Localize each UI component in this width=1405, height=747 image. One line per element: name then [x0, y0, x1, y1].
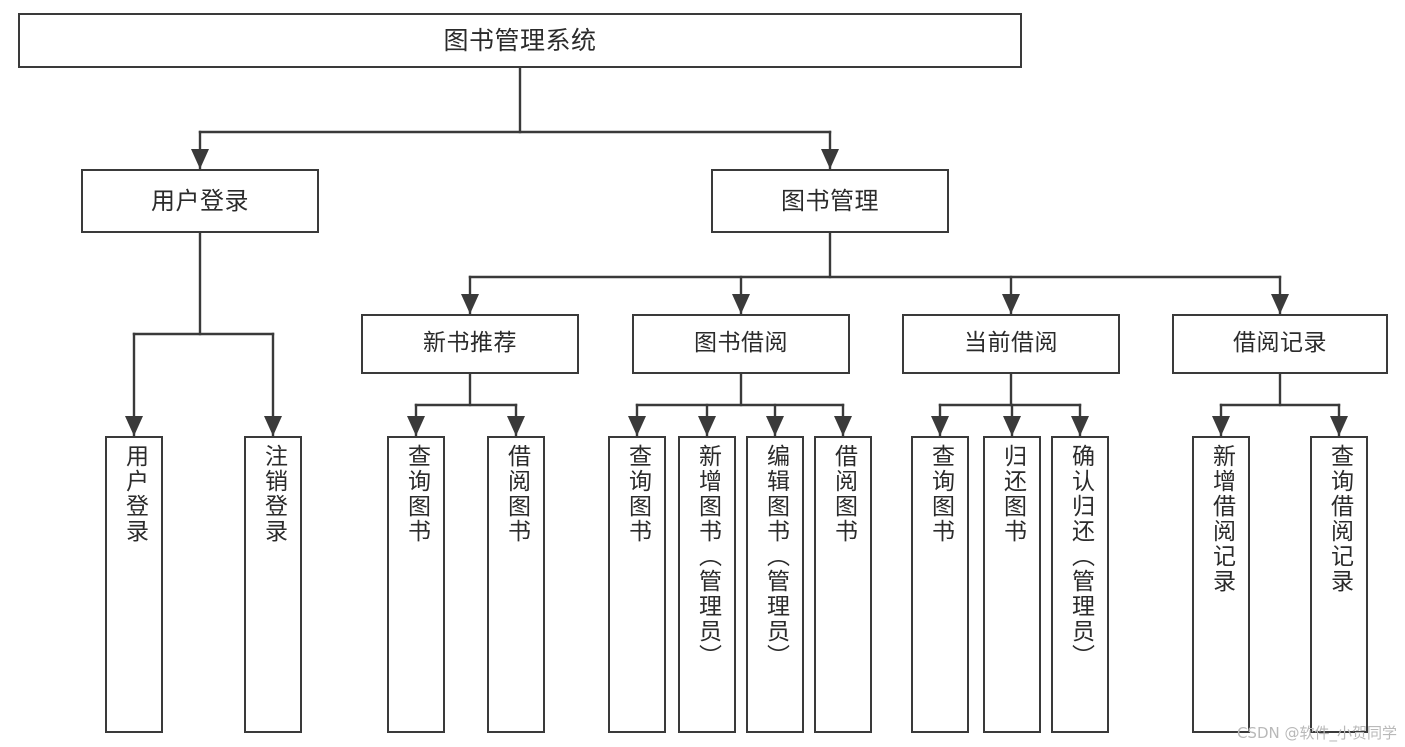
arrowhead-icon — [1271, 294, 1289, 314]
arrowhead-icon — [628, 416, 646, 436]
node-label: 编辑图书（管理员） — [762, 444, 789, 669]
node-label: 查询图书 — [624, 444, 651, 544]
arrowhead-icon — [834, 416, 852, 436]
node-user-login[interactable]: 用户登录 — [81, 169, 319, 233]
node-leaf-5[interactable]: 查询图书 — [608, 436, 666, 733]
node-leaf-7[interactable]: 编辑图书（管理员） — [746, 436, 804, 733]
node-label: 图书管理 — [781, 186, 879, 215]
node-leaf-10[interactable]: 归还图书 — [983, 436, 1041, 733]
node-label: 当前借阅 — [964, 330, 1058, 357]
arrowhead-icon — [264, 416, 282, 436]
node-label: 新增图书（管理员） — [694, 444, 721, 669]
node-label: 确认归还（管理员） — [1067, 444, 1094, 669]
node-leaf-1[interactable]: 用户登录 — [105, 436, 163, 733]
arrowhead-icon — [1330, 416, 1348, 436]
csdn-watermark: CSDN @软件_小贺同学 — [1236, 724, 1397, 742]
node-label: 归还图书 — [999, 444, 1026, 544]
node-label: 查询图书 — [927, 444, 954, 544]
arrowhead-icon — [507, 416, 525, 436]
node-leaf-2[interactable]: 注销登录 — [244, 436, 302, 733]
node-current-borrow[interactable]: 当前借阅 — [902, 314, 1120, 374]
node-leaf-9[interactable]: 查询图书 — [911, 436, 969, 733]
node-leaf-8[interactable]: 借阅图书 — [814, 436, 872, 733]
node-label: 借阅记录 — [1233, 330, 1327, 357]
node-label: 用户登录 — [151, 186, 249, 215]
arrowhead-icon — [821, 149, 839, 169]
node-leaf-12[interactable]: 新增借阅记录 — [1192, 436, 1250, 733]
node-label: 查询图书 — [403, 444, 430, 544]
arrowhead-icon — [1071, 416, 1089, 436]
node-label: 图书借阅 — [694, 330, 788, 357]
node-label: 新增借阅记录 — [1208, 444, 1235, 594]
node-label: 查询借阅记录 — [1326, 444, 1353, 594]
arrowhead-icon — [766, 416, 784, 436]
arrowhead-icon — [1002, 294, 1020, 314]
node-label: 借阅图书 — [830, 444, 857, 544]
node-book-borrow[interactable]: 图书借阅 — [632, 314, 850, 374]
node-leaf-3[interactable]: 查询图书 — [387, 436, 445, 733]
node-root[interactable]: 图书管理系统 — [18, 13, 1022, 68]
arrowhead-icon — [125, 416, 143, 436]
node-label: 借阅图书 — [503, 444, 530, 544]
arrowhead-icon — [698, 416, 716, 436]
node-label: 注销登录 — [260, 444, 287, 544]
node-label: 图书管理系统 — [443, 25, 597, 55]
arrowhead-icon — [461, 294, 479, 314]
node-label: 用户登录 — [121, 444, 148, 544]
arrowhead-icon — [407, 416, 425, 436]
node-label: 新书推荐 — [423, 330, 517, 357]
arrowhead-icon — [191, 149, 209, 169]
node-new-book-rec[interactable]: 新书推荐 — [361, 314, 579, 374]
node-leaf-4[interactable]: 借阅图书 — [487, 436, 545, 733]
arrowhead-icon — [732, 294, 750, 314]
node-leaf-6[interactable]: 新增图书（管理员） — [678, 436, 736, 733]
arrowhead-icon — [1003, 416, 1021, 436]
node-leaf-11[interactable]: 确认归还（管理员） — [1051, 436, 1109, 733]
arrowhead-icon — [1212, 416, 1230, 436]
arrowhead-icon — [931, 416, 949, 436]
node-leaf-13[interactable]: 查询借阅记录 — [1310, 436, 1368, 733]
node-borrow-record[interactable]: 借阅记录 — [1172, 314, 1388, 374]
node-book-manage[interactable]: 图书管理 — [711, 169, 949, 233]
